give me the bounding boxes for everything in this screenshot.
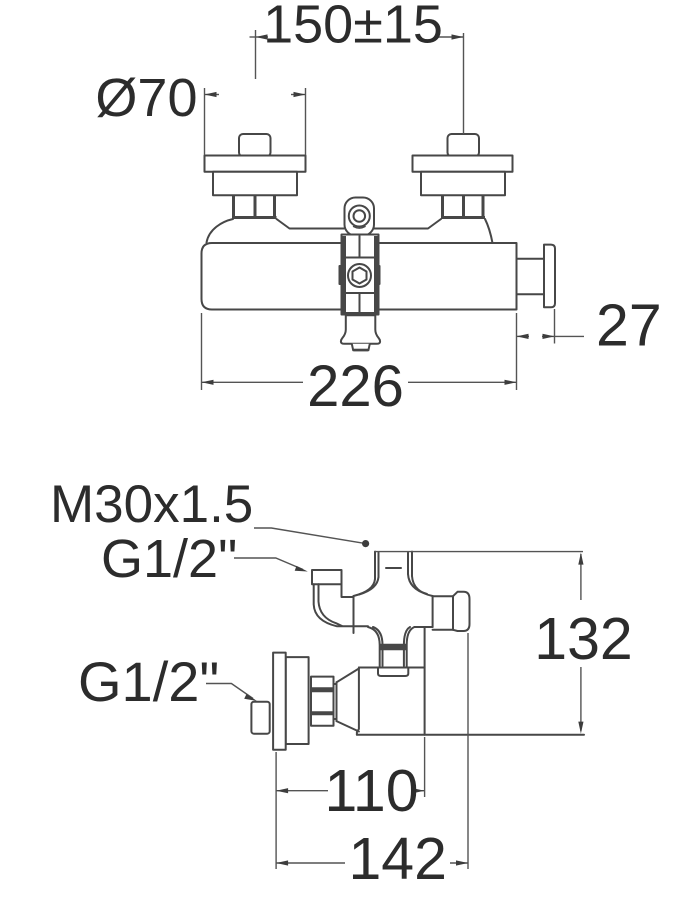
svg-text:G1/2": G1/2" bbox=[101, 529, 237, 589]
svg-text:27: 27 bbox=[596, 293, 662, 359]
svg-text:M30x1.5: M30x1.5 bbox=[50, 475, 253, 534]
svg-text:226: 226 bbox=[307, 354, 404, 419]
svg-text:132: 132 bbox=[534, 606, 632, 672]
svg-text:G1/2": G1/2" bbox=[78, 650, 219, 713]
svg-text:142: 142 bbox=[348, 826, 446, 892]
svg-text:Ø70: Ø70 bbox=[95, 68, 197, 128]
svg-text:150±15: 150±15 bbox=[263, 0, 443, 55]
svg-text:110: 110 bbox=[324, 758, 418, 824]
